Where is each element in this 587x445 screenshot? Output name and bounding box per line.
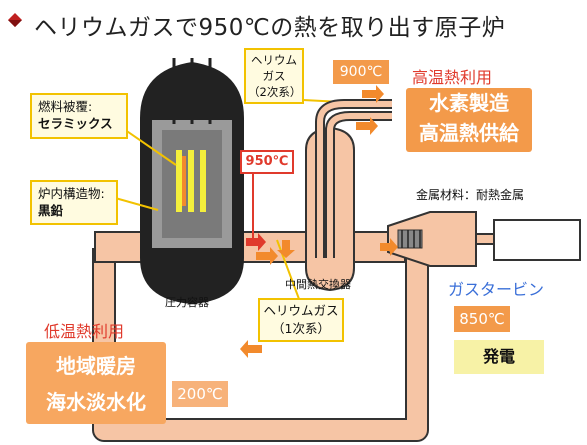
heat-exchanger-label: 中間熱交換器 <box>285 278 351 291</box>
gas-turbine-label: ガスタービン <box>448 280 545 299</box>
core-structure-label-line2: 黒鉛 <box>38 203 64 218</box>
low-use-line1: 地域暖房 <box>56 354 136 378</box>
temp-950-badge: 950℃ <box>240 150 294 174</box>
return-pipe <box>92 240 429 442</box>
fuel-cladding-label-line1: 燃料被覆: <box>38 99 93 114</box>
metal-material-label: 金属材料：耐熱金属 <box>416 188 525 202</box>
helium-secondary-line3: （2次系） <box>248 85 302 99</box>
low-temp-use-box: 地域暖房 海水淡水化 <box>26 342 166 424</box>
power-generation-box: 発電 <box>454 340 544 374</box>
high-temp-use-title: 高温熱利用 <box>412 68 493 87</box>
high-use-line2: 高温熱供給 <box>419 121 519 145</box>
high-temp-use-box: 水素製造 高温熱供給 <box>406 88 532 152</box>
core-structure-label: 炉内構造物: 黒鉛 <box>30 180 118 225</box>
helium-primary-label: ヘリウムガス （1次系） <box>258 298 344 342</box>
flow-arrows <box>240 85 398 358</box>
helium-primary-line2: （1次系） <box>272 321 330 336</box>
low-use-line2: 海水淡水化 <box>46 390 146 414</box>
heat-exchanger <box>305 99 392 292</box>
core-structure-label-line1: 炉内構造物: <box>38 186 105 201</box>
low-temp-use-title: 低温熱利用 <box>44 322 125 341</box>
pressure-vessel <box>140 58 244 304</box>
high-use-line1: 水素製造 <box>429 91 509 115</box>
helium-secondary-label: ヘリウム ガス （2次系） <box>244 48 304 104</box>
helium-secondary-line1: ヘリウム <box>251 53 297 67</box>
pressure-vessel-label: 圧力容器 <box>165 296 209 309</box>
temp-900-badge: 900℃ <box>333 60 389 84</box>
temp-850-badge: 850℃ <box>454 306 510 332</box>
fuel-cladding-label-line2: セラミックス <box>38 116 113 131</box>
gas-turbine <box>387 211 581 267</box>
helium-primary-line1: ヘリウムガス <box>263 303 339 318</box>
helium-secondary-line2: ガス <box>262 69 286 83</box>
page-title: ヘリウムガスで950℃の熱を取り出す原子炉 <box>34 15 506 41</box>
fuel-cladding-label: 燃料被覆: セラミックス <box>30 93 128 139</box>
bullet-icon <box>8 13 22 27</box>
temp-200-badge: 200℃ <box>172 381 228 407</box>
